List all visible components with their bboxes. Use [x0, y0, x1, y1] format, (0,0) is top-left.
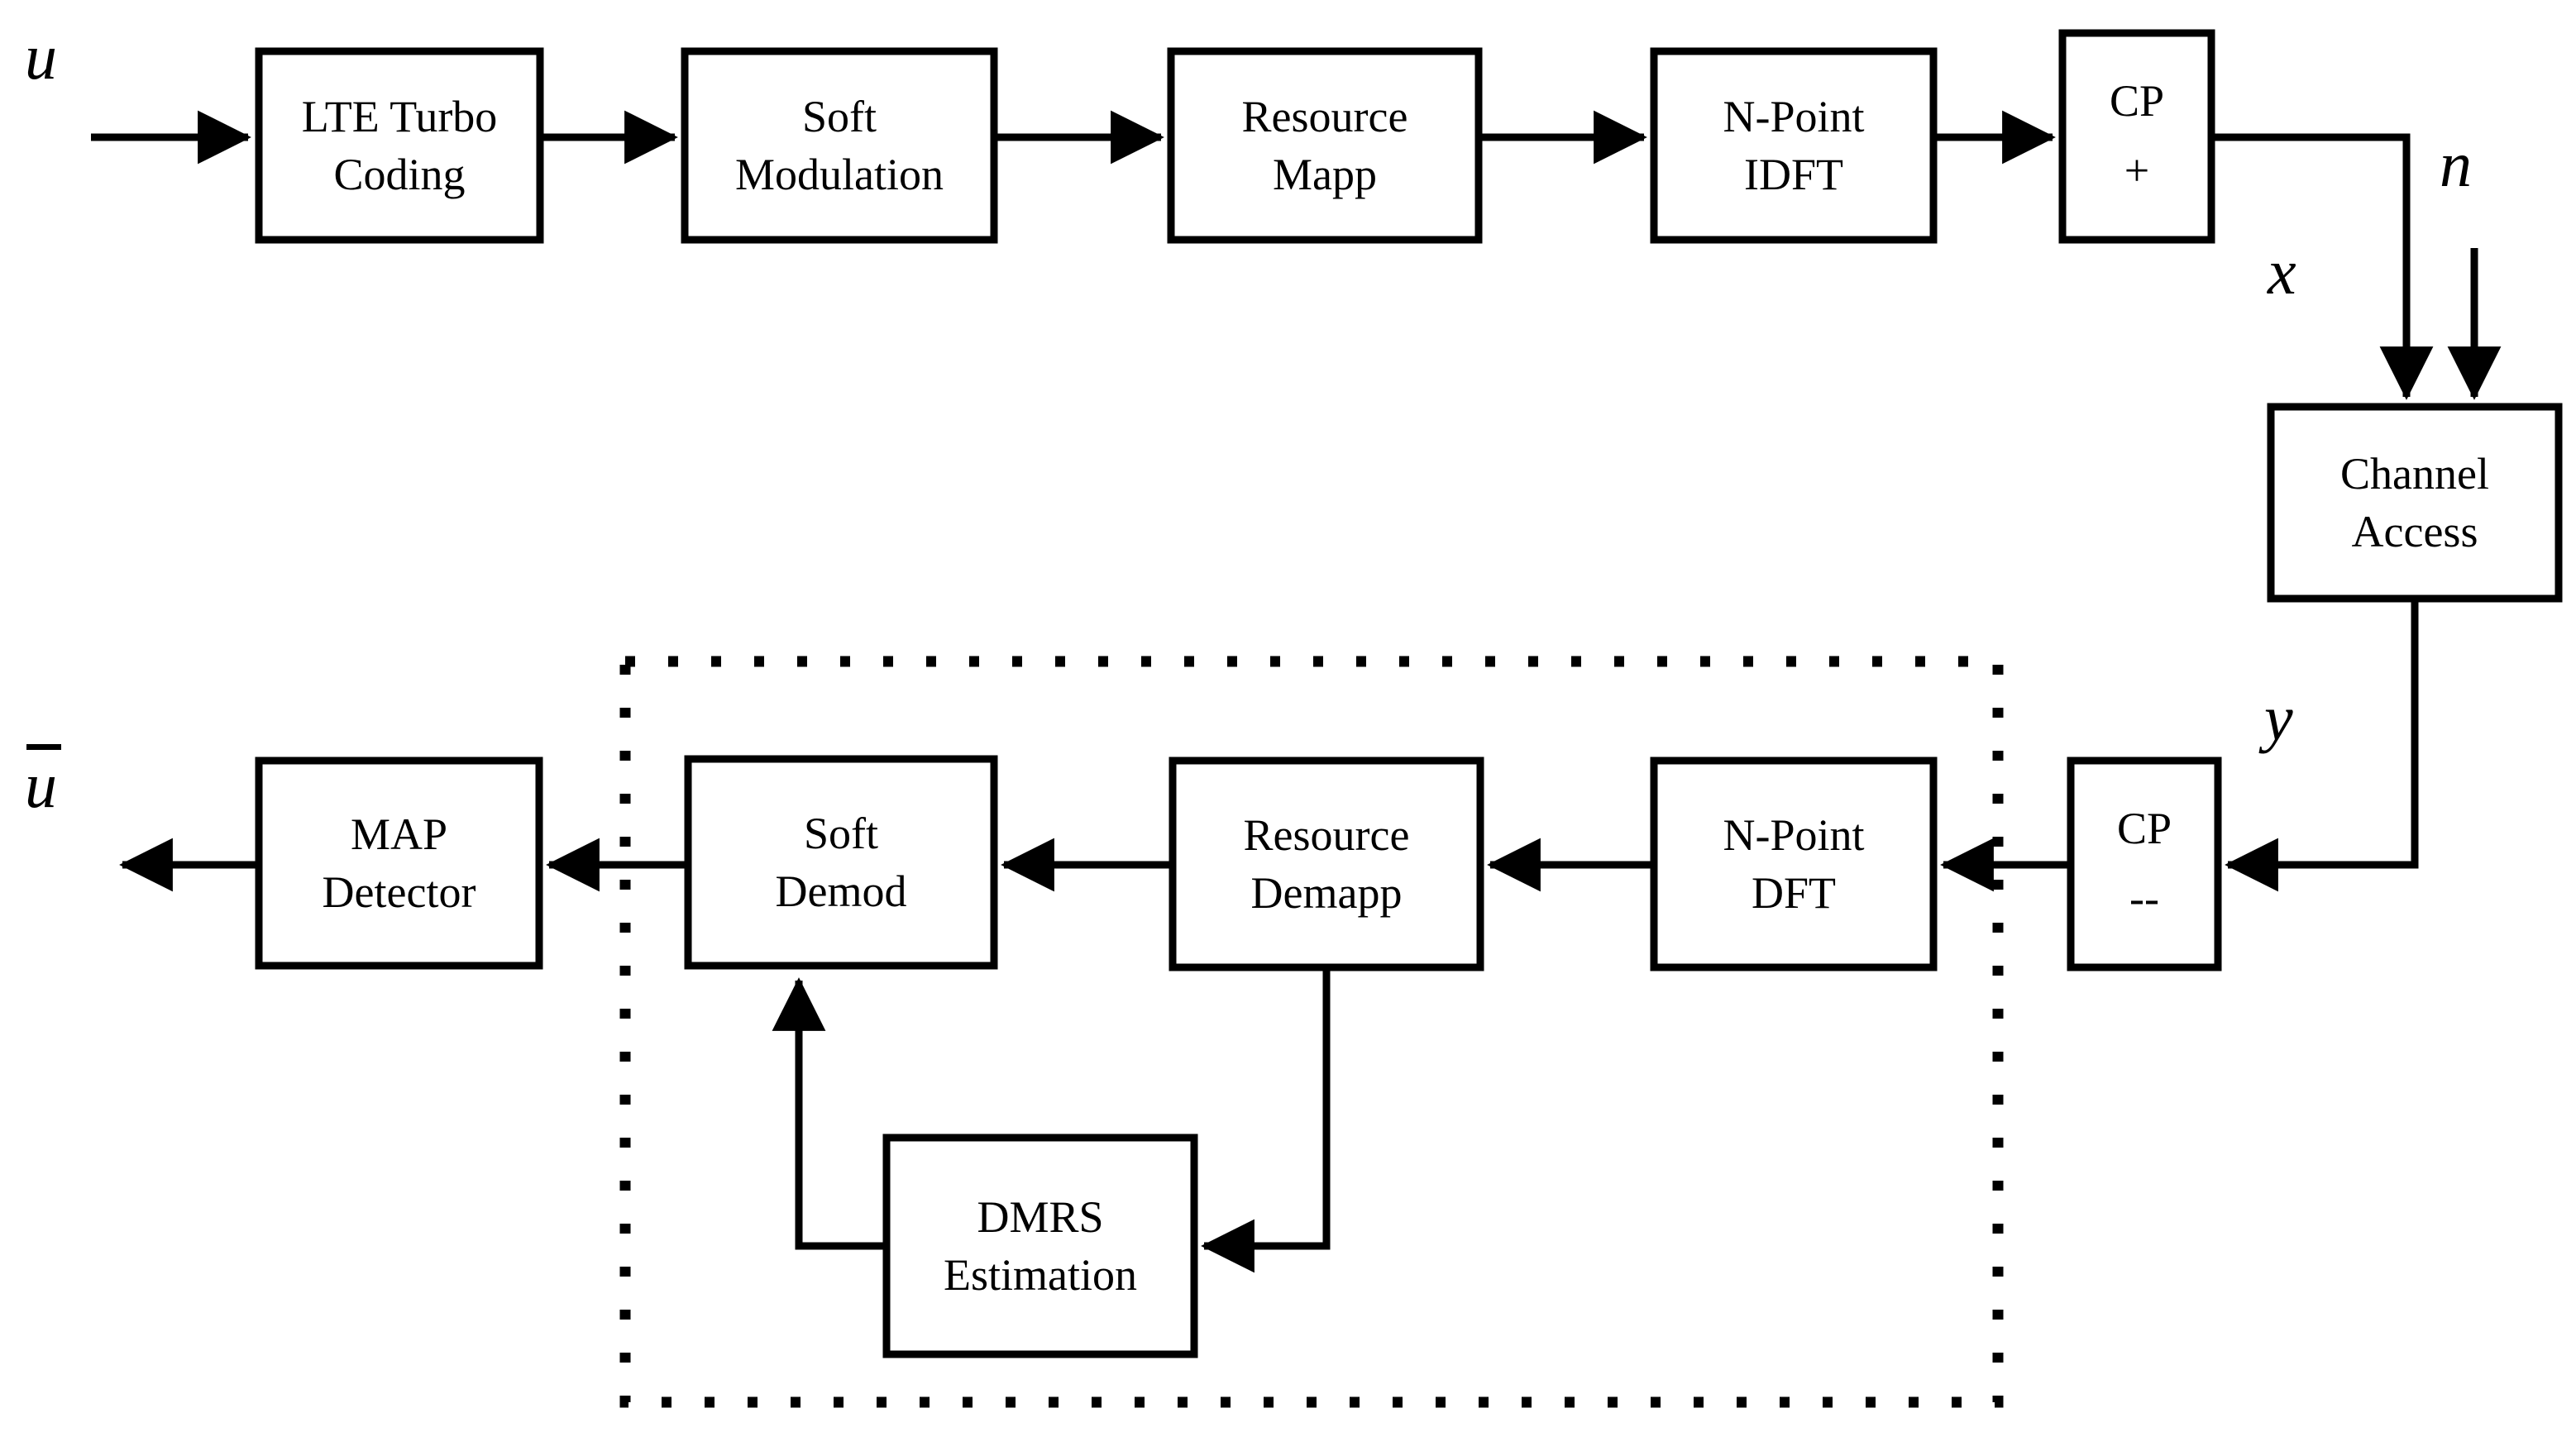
path-rdemapp-to-dmrs: [1201, 969, 1331, 1273]
box-lte-turbo-coding: [255, 47, 544, 244]
box-n-point-idft: [1650, 47, 1938, 244]
path-x-cpadd-to-channel: [2213, 133, 2434, 400]
box-resource-demapp: [1169, 757, 1484, 971]
path-dmrs-to-softdemod: [772, 977, 885, 1250]
box-soft-modulation: [681, 47, 998, 244]
box-dmrs-estimation: [882, 1134, 1198, 1358]
box-map-detector: [255, 757, 543, 970]
box-resource-mapp: [1167, 47, 1483, 244]
receiver-group-dotted-border: [619, 656, 2004, 1408]
box-cp-remove: [2067, 757, 2222, 971]
box-cp-add: [2058, 29, 2215, 244]
box-channel-access: [2267, 403, 2563, 603]
path-y-channel-to-cpremove: [2225, 600, 2419, 892]
box-soft-demod: [684, 755, 998, 970]
box-n-point-dft: [1650, 757, 1938, 971]
